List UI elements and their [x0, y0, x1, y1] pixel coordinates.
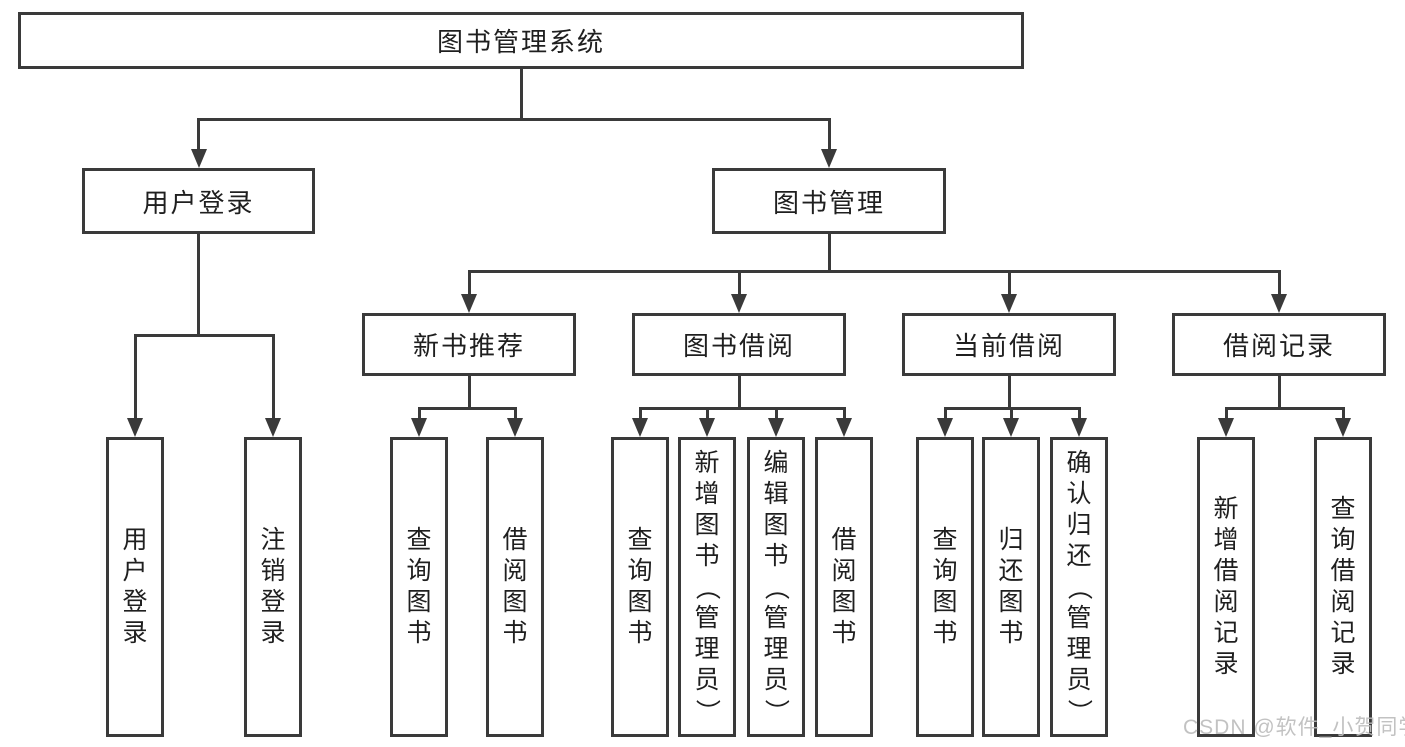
node-br-query: 查询借阅记录 — [1314, 437, 1372, 737]
connector-drop — [1277, 271, 1281, 301]
connector-drop — [705, 408, 709, 425]
node-ul-login: 用户登录 — [106, 437, 164, 737]
arrowhead-down-icon — [1335, 418, 1351, 437]
connector-drop — [1007, 271, 1011, 301]
connector-bus — [467, 269, 1281, 273]
connector-bus — [1224, 406, 1345, 410]
node-cb-return: 归还图书 — [982, 437, 1040, 737]
arrowhead-down-icon — [821, 149, 837, 168]
node-bb-borrow: 借阅图书 — [815, 437, 873, 737]
connector-stem — [827, 234, 831, 271]
connector-stem — [197, 234, 200, 335]
connector-drop — [417, 408, 421, 425]
connector-stem — [519, 69, 523, 119]
arrowhead-down-icon — [836, 418, 852, 437]
connector-drop — [133, 335, 137, 425]
node-book-mgmt: 图书管理 — [712, 168, 946, 234]
arrowhead-down-icon — [731, 294, 747, 313]
node-bb-query: 查询图书 — [611, 437, 669, 737]
node-label-bb-add: 新增图书（管理员） — [693, 448, 722, 724]
connector-bus — [133, 333, 275, 337]
connector-drop — [1077, 408, 1081, 425]
node-ul-logout: 注销登录 — [244, 437, 302, 737]
connector-bus — [638, 406, 846, 410]
node-book-borrow: 图书借阅 — [632, 313, 846, 376]
node-new-book-rec: 新书推荐 — [362, 313, 576, 376]
node-label-user-login: 用户登录 — [142, 187, 255, 218]
arrowhead-down-icon — [699, 418, 715, 437]
connector-stem — [467, 376, 471, 408]
node-label-ul-login: 用户登录 — [122, 526, 148, 647]
node-root: 图书管理系统 — [18, 12, 1024, 69]
connector-drop — [638, 408, 642, 425]
arrowhead-down-icon — [461, 294, 477, 313]
node-label-br-query: 查询借阅记录 — [1330, 495, 1356, 678]
arrowhead-down-icon — [127, 418, 143, 437]
arrowhead-down-icon — [1071, 418, 1087, 437]
connector-drop — [1341, 408, 1345, 425]
node-user-login: 用户登录 — [82, 168, 315, 234]
arrowhead-down-icon — [768, 418, 784, 437]
node-label-cb-return: 归还图书 — [998, 526, 1024, 647]
node-label-book-mgmt: 图书管理 — [772, 187, 885, 218]
watermark: CSDN @软件_小贺同学 — [1183, 716, 1405, 739]
node-label-bb-query: 查询图书 — [627, 526, 653, 647]
node-label-current-borrow: 当前借阅 — [952, 331, 1065, 361]
connector-drop — [827, 119, 831, 156]
node-bb-edit: 编辑图书（管理员） — [747, 437, 805, 737]
connector-drop — [842, 408, 846, 425]
node-label-root: 图书管理系统 — [436, 27, 605, 57]
node-cb-query: 查询图书 — [916, 437, 974, 737]
arrowhead-down-icon — [190, 149, 207, 168]
connector-drop — [1224, 408, 1228, 425]
node-label-bb-edit: 编辑图书（管理员） — [762, 448, 791, 724]
arrowhead-down-icon — [937, 418, 953, 437]
connector-drop — [467, 271, 471, 301]
arrowhead-down-icon — [507, 418, 523, 437]
node-label-ul-logout: 注销登录 — [260, 526, 286, 647]
arrowhead-down-icon — [632, 418, 648, 437]
node-label-bb-borrow: 借阅图书 — [831, 526, 857, 647]
node-nbr-query: 查询图书 — [390, 437, 448, 737]
node-label-new-book-rec: 新书推荐 — [412, 331, 525, 361]
arrowhead-down-icon — [1271, 294, 1287, 313]
connector-drop — [943, 408, 947, 425]
node-label-nbr-borrow: 借阅图书 — [502, 526, 528, 647]
node-current-borrow: 当前借阅 — [902, 313, 1116, 376]
node-label-br-add: 新增借阅记录 — [1213, 495, 1239, 678]
connector-drop — [513, 408, 517, 425]
node-label-cb-query: 查询图书 — [932, 526, 958, 647]
arrowhead-down-icon — [411, 418, 427, 437]
arrowhead-down-icon — [1218, 418, 1234, 437]
arrowhead-down-icon — [1003, 418, 1019, 437]
node-bb-add: 新增图书（管理员） — [678, 437, 736, 737]
connector-stem — [1007, 376, 1011, 408]
arrowhead-down-icon — [265, 418, 281, 437]
connector-drop — [197, 119, 200, 156]
connector-drop — [737, 271, 741, 301]
arrowhead-down-icon — [1001, 294, 1017, 313]
connector-bus — [417, 406, 517, 410]
node-label-nbr-query: 查询图书 — [406, 526, 432, 647]
node-br-add: 新增借阅记录 — [1197, 437, 1255, 737]
connector-bus — [197, 117, 831, 121]
node-label-book-borrow: 图书借阅 — [682, 331, 795, 361]
connector-stem — [1277, 376, 1281, 408]
node-label-borrow-record: 借阅记录 — [1222, 331, 1335, 361]
node-borrow-record: 借阅记录 — [1172, 313, 1386, 376]
node-nbr-borrow: 借阅图书 — [486, 437, 544, 737]
node-label-cb-confirm: 确认归还（管理员） — [1065, 448, 1094, 724]
node-cb-confirm: 确认归还（管理员） — [1050, 437, 1108, 737]
connector-stem — [737, 376, 741, 408]
connector-drop — [774, 408, 778, 425]
connector-drop — [1009, 408, 1013, 425]
connector-drop — [271, 335, 275, 425]
